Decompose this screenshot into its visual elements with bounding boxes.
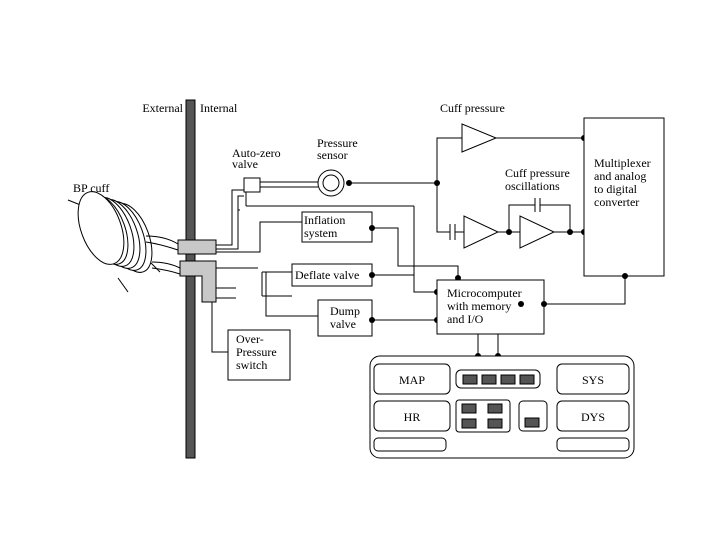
- cuff-pressure-amplifier: [461, 123, 498, 153]
- map-display: [373, 363, 451, 395]
- keypad-button: [487, 403, 503, 414]
- sys-label: SYS: [582, 373, 604, 387]
- label-external: External: [142, 101, 183, 115]
- dys-display: [556, 400, 630, 432]
- led-segment: [462, 374, 478, 385]
- label-auto-zero-1: Auto-zero: [232, 146, 281, 160]
- single-key-button: [524, 417, 540, 428]
- led-segment: [500, 374, 516, 385]
- label-overp-3: switch: [236, 358, 267, 372]
- keypad-button: [461, 418, 477, 429]
- led-segment: [481, 374, 497, 385]
- display-panel: MAP HR SYS DYS: [369, 355, 635, 459]
- wall-divider: [185, 99, 196, 459]
- over-pressure-switch: [227, 329, 291, 381]
- label-cuff-osc-2: oscillations: [505, 179, 560, 193]
- label-mux-4: converter: [594, 195, 639, 209]
- label-overp-1: Over-: [236, 332, 264, 346]
- label-micro-1: Microcomputer: [447, 286, 522, 300]
- multiplexer-adc: [583, 117, 665, 277]
- label-overp-2: Pressure: [236, 345, 277, 359]
- dys-label: DYS: [581, 410, 605, 424]
- label-pressure-sensor-2: sensor: [317, 148, 348, 162]
- message-bar-left: [373, 437, 447, 452]
- label-dump-2: valve: [330, 317, 356, 331]
- label-micro-3: and I/O: [447, 312, 484, 326]
- label-auto-zero-2: valve: [232, 157, 258, 171]
- label-internal: Internal: [200, 101, 238, 115]
- fitting-upper: [177, 239, 217, 255]
- label-mux-1: Multiplexer: [594, 156, 651, 170]
- oscillation-amplifier-2: [519, 215, 556, 249]
- bp-cuff: BP cuff: [67, 181, 181, 293]
- label-deflate: Deflate valve: [295, 268, 359, 282]
- auto-zero-valve: [243, 177, 261, 193]
- label-bp-cuff: BP cuff: [73, 181, 109, 195]
- label-micro-2: with memory: [447, 299, 511, 313]
- hr-label: HR: [404, 410, 421, 424]
- led-segment: [519, 374, 535, 385]
- dump-valve: [317, 299, 373, 337]
- label-inflation-1: Inflation: [304, 213, 345, 227]
- label-cuff-pressure: Cuff pressure: [440, 101, 505, 115]
- label-dump-1: Dump: [330, 304, 360, 318]
- hr-display: [373, 400, 451, 432]
- message-bar-right: [556, 437, 630, 452]
- fitting-lower: [179, 260, 217, 303]
- map-label: MAP: [399, 373, 425, 387]
- keypad-button: [487, 418, 503, 429]
- label-cuff-osc-1: Cuff pressure: [505, 166, 570, 180]
- label-mux-2: and analog: [594, 169, 646, 183]
- label-pressure-sensor-1: Pressure: [317, 136, 358, 150]
- keypad-button: [461, 403, 477, 414]
- sys-display: [556, 363, 630, 395]
- microcomputer: [436, 279, 545, 335]
- pressure-sensor: [317, 169, 345, 197]
- oscillation-amplifier-1: [463, 215, 500, 249]
- label-mux-3: to digital: [594, 182, 638, 196]
- label-inflation-2: system: [304, 226, 338, 240]
